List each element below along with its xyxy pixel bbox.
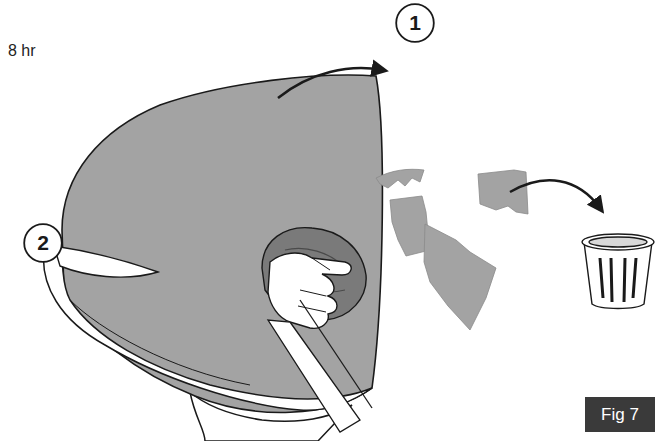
time-note: 8 hr [8,42,36,60]
callout-number-text: 2 [37,231,49,255]
motion-arrow [278,68,382,98]
figure-label: Fig 7 [601,405,639,425]
indicator-lamp [54,246,158,277]
gloved-hand [268,253,351,328]
callout-number-text: 1 [409,11,421,35]
figure-tag: Fig 7 [585,397,655,432]
discard-arrow [510,180,600,208]
trash-can [582,234,654,309]
callout-number: 1 [395,3,435,43]
mirror-housing [62,75,382,412]
forearm [268,320,360,432]
film-scraps [376,169,528,330]
callout-number: 2 [23,223,63,263]
